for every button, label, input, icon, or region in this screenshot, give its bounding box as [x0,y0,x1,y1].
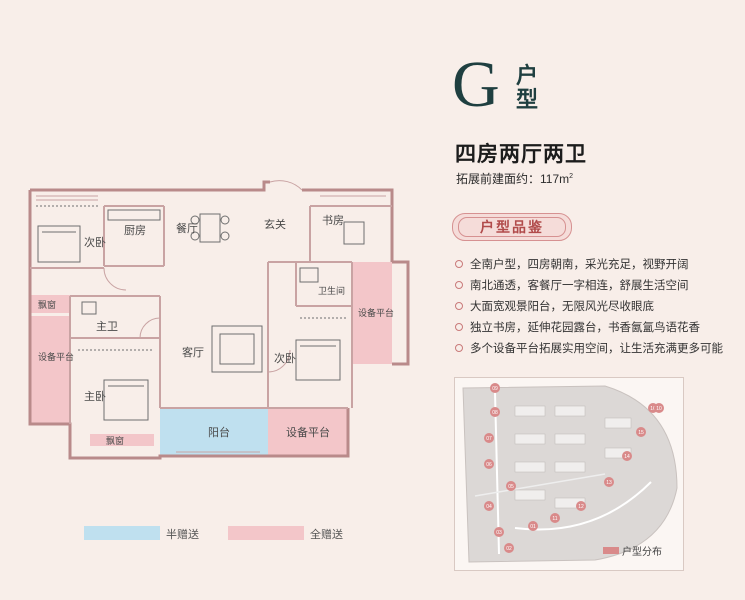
legend-full-swatch [228,526,304,540]
building-label: 13 [606,480,612,486]
building-label: 05 [508,484,514,490]
room-dining: 餐厅 [176,221,198,235]
building-marker [654,403,664,413]
building-label: 09 [492,386,498,392]
room-kitchen: 厨房 [124,224,146,237]
feature-list: 全南户型，四房朝南，采光充足，视野开阔 南北通透，客餐厅一字相连，舒展生活空间 … [455,255,723,360]
area-text: 拓展前建面约：117m2 [456,172,574,186]
building-marker [576,501,586,511]
room-master: 主卧 [84,390,106,403]
room-study: 书房 [322,214,344,227]
building-marker [490,407,500,417]
building-marker [484,459,494,469]
building-marker [550,513,560,523]
feature-badge: 户型品鉴 [458,217,566,237]
bullet-icon [455,280,463,289]
outer-wall-right-lower [392,260,410,366]
feature-item: 独立书房，延伸花园露台，书香氤氲鸟语花香 [455,318,723,339]
building-label: 10 [656,406,662,412]
balcony-area [160,408,268,456]
building-marker [528,521,538,531]
building-marker [494,527,504,537]
bed-master [103,379,149,421]
bullet-icon [455,259,463,268]
outer-wall-right [302,188,394,262]
platform-left-area [30,316,70,424]
type-word: 户 型 [516,63,539,112]
legend-half-swatch [84,526,160,540]
bay-window-bottom-area [90,434,154,446]
building-label: 03 [496,530,502,536]
room-bay-window-bottom: 飘窗 [106,435,124,446]
bullet-icon [455,343,463,352]
room-entry: 玄关 [264,217,286,231]
bay-window-top-area [30,295,70,313]
bed-bedroom2 [37,225,81,263]
floor-plan: 厨房 餐厅 玄关 书房 次卧 主卫 卫生间 客厅 次卧 主卧 阳台 设备平台 设… [28,180,410,460]
building-label: 06 [486,462,492,468]
kitchen-counter [107,209,161,221]
room-bath-main: 主卫 [96,320,118,333]
study-desk [343,221,365,245]
building-label: 16 [650,406,656,412]
building-label: 14 [624,454,630,460]
building-label: 12 [578,504,584,510]
room-balcony: 阳台 [208,425,230,439]
building-label: 08 [492,410,498,416]
platform-right-area [352,262,392,364]
building-label: 15 [638,430,644,436]
feature-item: 大面宽观景阳台，无限风光尽收眼底 [455,297,723,318]
bed-bedroom3 [295,339,341,381]
bullet-icon [455,322,463,331]
building-marker [636,427,646,437]
room-bedroom2: 次卧 [84,235,106,249]
dining-table [199,213,221,243]
platform-bottom-area [268,408,348,456]
building-marker [490,383,500,393]
site-map-legend-label: 户型分布 [622,547,662,558]
type-letter: G [452,48,500,121]
building-marker [484,433,494,443]
building-label: 01 [530,524,536,530]
room-living: 客厅 [182,345,204,359]
building-marker [484,501,494,511]
building-label: 02 [506,546,512,552]
feature-item: 全南户型，四房朝南，采光充足，视野开阔 [455,255,723,276]
legend-full-label: 全赠送 [310,529,343,541]
building-marker [504,543,514,553]
room-bath: 卫生间 [318,285,345,296]
site-map-legend-swatch [603,547,619,554]
building-marker [506,481,516,491]
building-marker [604,477,614,487]
feature-item: 南北通透，客餐厅一字相连，舒展生活空间 [455,276,723,297]
feature-item: 多个设备平台拓展实用空间，让生活充满更多可能 [455,339,723,360]
building-label: 11 [552,516,557,522]
building-label: 07 [486,436,492,442]
room-platform-right: 设备平台 [358,307,394,318]
room-platform-left: 设备平台 [38,351,74,362]
room-bay-window-top: 飘窗 [38,299,56,310]
building-marker [622,451,632,461]
room-platform-bottom: 设备平台 [286,425,330,439]
outer-wall-left [28,190,350,460]
layout-subtitle: 四房两厅两卫 [455,142,587,166]
outer-wall [30,180,270,192]
room-bedroom3: 次卧 [274,351,296,365]
building-label: 04 [486,504,492,510]
legend-half-label: 半赠送 [166,529,199,541]
bullet-icon [455,301,463,310]
living-sofa [211,325,263,373]
